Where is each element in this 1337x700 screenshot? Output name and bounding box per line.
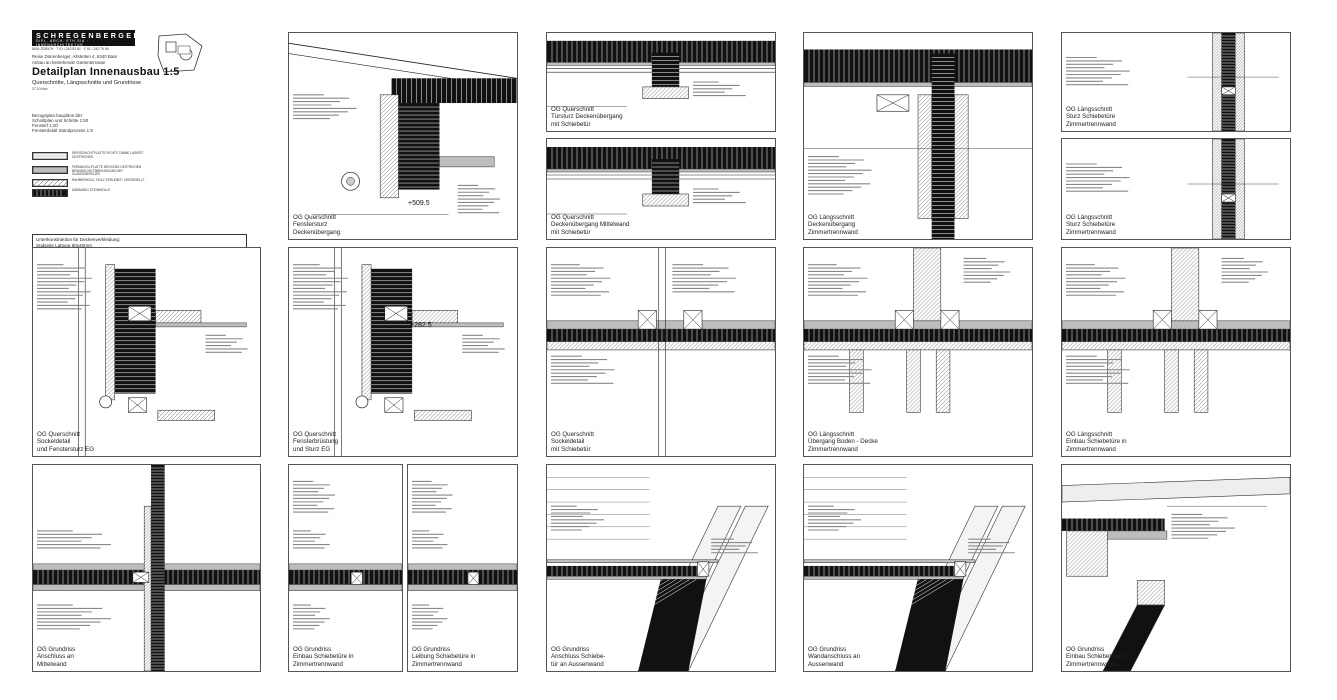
ref-4: Fensterdetail Standprozess 1:5	[32, 128, 93, 133]
detail-caption-4: OG Längsschnitt Deckenübergang Zimmertre…	[808, 213, 858, 236]
site-plan-icon	[157, 33, 203, 73]
detail-caption-16: OG Grundriss Wandanschluss an Aussenwand	[808, 645, 861, 668]
detail-frame-13: OG Grundriss Einbau Schiebetüre in Zimme…	[288, 464, 403, 672]
construction-drawing	[289, 480, 402, 630]
sheet-title: Detailplan Innenausbau 1:5	[32, 66, 180, 78]
construction-drawing	[804, 477, 1026, 671]
construction-drawing	[1062, 477, 1290, 671]
detail-caption-14: OG Grundriss Leibung Schiebetüre in Zimm…	[412, 645, 476, 668]
legend-swatch-insulation	[32, 189, 68, 197]
sheet-subtitle: Querschnitte, Längsschnitte und Grundris…	[32, 80, 142, 86]
construction-drawing	[33, 465, 260, 671]
detail-caption-15: OG Grundriss Anschluss Schiebe- tür an A…	[551, 645, 606, 668]
detail-frame-3: OG Querschnitt Deckenübergang Mittelwand…	[546, 138, 776, 240]
sheet-date: 27.10.Nov	[32, 87, 48, 91]
detail-caption-2: OG Querschnitt Türsturz Deckenübergang m…	[551, 105, 623, 128]
detail-caption-13: OG Grundriss Einbau Schiebetüre in Zimme…	[293, 645, 354, 668]
office-logo: SCHREGENBERGER DIPL. ARCH. ETH SIA · INN…	[32, 30, 139, 47]
legend-swatch-grey	[32, 166, 68, 174]
note-1: Unterkonstruktion für Deckenverkleidung:	[36, 237, 121, 242]
detail-frame-1: OG Querschnitt Fenstersturz Deckenüberga…	[288, 32, 518, 240]
office-subtitle: DIPL. ARCH. ETH SIA · INNENARCHITEKTUR	[36, 39, 89, 47]
detail-frame-4: OG Längsschnitt Deckenübergang Zimmertre…	[803, 32, 1033, 240]
office-name: SCHREGENBERGER	[36, 31, 142, 40]
detail-caption-17: OG Grundriss Einbau Schiebetüre in Zimme…	[1066, 645, 1127, 668]
detail-caption-11: OG Längsschnitt Einbau Schiebetüre in Zi…	[1066, 430, 1127, 453]
legend-row-3: RAHMENHOLZ, HOLZ VERLEIMT / VERGESELLT	[32, 178, 145, 187]
project-description: Anbau an bestehende Gartenterrasse	[32, 60, 106, 65]
detail-frame-8: OG Querschnitt Fensterbrüstung und Sturz…	[288, 247, 518, 457]
construction-drawing	[547, 248, 775, 456]
detail-frame-7: OG Querschnitt Sockeldetail und Fensters…	[32, 247, 261, 457]
note-2: Südseite Lattung 60x40mm	[36, 242, 92, 248]
construction-drawing	[1062, 248, 1290, 413]
detail-frame-11: OG Längsschnitt Einbau Schiebetüre in Zi…	[1061, 247, 1291, 457]
construction-drawing	[547, 477, 769, 671]
detail-frame-2: OG Querschnitt Türsturz Deckenübergang m…	[546, 32, 776, 132]
legend-swatch-diag-hatch	[32, 179, 68, 187]
legend-row-1: DREISCHICHTPLATTE FICHTE TANNE LASIERT G…	[32, 151, 143, 160]
legend-label-3: RAHMENHOLZ, HOLZ VERLEIMT / VERGESELLT	[72, 178, 145, 182]
detail-frame-6: OG Längsschnitt Sturz Schiebetüre Zimmer…	[1061, 138, 1291, 240]
legend-label-4: DÄMMUNG STEINWOLLE	[72, 188, 111, 192]
detail-frame-5: OG Längsschnitt Sturz Schiebetüre Zimmer…	[1061, 32, 1291, 132]
construction-drawing	[547, 40, 775, 107]
legend-swatch-light-hatch	[32, 152, 68, 160]
construction-drawing	[804, 49, 1032, 239]
construction-drawing	[289, 42, 517, 215]
detail-frame-17: OG Grundriss Einbau Schiebetüre in Zimme…	[1061, 464, 1291, 672]
ref-3: Fensterf 1:20	[32, 123, 58, 128]
construction-drawing	[547, 147, 775, 215]
ref-2: Schnittplan und Schritte 1:50	[32, 118, 89, 123]
detail-frame-16: OG Grundriss Wandanschluss an Aussenwand	[803, 464, 1033, 672]
detail-caption-9: OG Querschnitt Sockeldetail mit Schiebet…	[551, 430, 594, 453]
detail-caption-10: OG Längsschnitt Übergang Boden - Decke Z…	[808, 430, 878, 453]
detail-caption-12: OG Grundriss Anschluss an Mittelwand	[37, 645, 76, 668]
detail-frame-12: OG Grundriss Anschluss an Mittelwand	[32, 464, 261, 672]
detail-caption-5: OG Längsschnitt Sturz Schiebetüre Zimmer…	[1066, 105, 1116, 128]
dimension-label-509: +509.5	[408, 200, 430, 207]
construction-drawing	[293, 248, 505, 456]
construction-drawing	[408, 480, 517, 630]
legend-row-4: DÄMMUNG STEINWOLLE	[32, 188, 142, 197]
detail-caption-3: OG Querschnitt Deckenübergang Mittelwand…	[551, 213, 630, 236]
legend-label-2: FERMACELLPLATTE DECKEND GESTRICHEN BRAND…	[72, 165, 142, 177]
dimension-label-282: +282.5	[410, 322, 432, 329]
construction-drawing	[804, 248, 1032, 413]
ref-1: Bezugsplan.baupläne.bbz	[32, 113, 83, 118]
detail-caption-8: OG Querschnitt Fensterbrüstung und Sturz…	[293, 430, 339, 453]
legend-row-2: FERMACELLPLATTE DECKEND GESTRICHEN BRAND…	[32, 165, 142, 176]
legend-label-1: DREISCHICHTPLATTE FICHTE TANNE LASIERT G…	[72, 151, 144, 159]
detail-frame-14: OG Grundriss Leibung Schiebetüre in Zimm…	[407, 464, 518, 672]
construction-drawing	[1066, 139, 1279, 239]
detail-caption-1: OG Querschnitt Fenstersturz Deckenüberga…	[293, 213, 341, 236]
construction-drawing	[37, 248, 248, 456]
project-address: Reise Dürrenberger, Altstetten 4, 6340 B…	[32, 54, 118, 59]
detail-caption-6: OG Längsschnitt Sturz Schiebetüre Zimmer…	[1066, 213, 1116, 236]
detail-frame-10: OG Längsschnitt Übergang Boden - Decke Z…	[803, 247, 1033, 457]
detail-frame-9: OG Querschnitt Sockeldetail mit Schiebet…	[546, 247, 776, 457]
office-address: 8004 ZÜRICH · T 01 / 242 81 61 · F 01 / …	[32, 47, 109, 51]
detail-caption-7: OG Querschnitt Sockeldetail und Fensters…	[37, 430, 95, 453]
detail-frame-15: OG Grundriss Anschluss Schiebe- tür an A…	[546, 464, 776, 672]
construction-drawing	[1066, 33, 1279, 131]
